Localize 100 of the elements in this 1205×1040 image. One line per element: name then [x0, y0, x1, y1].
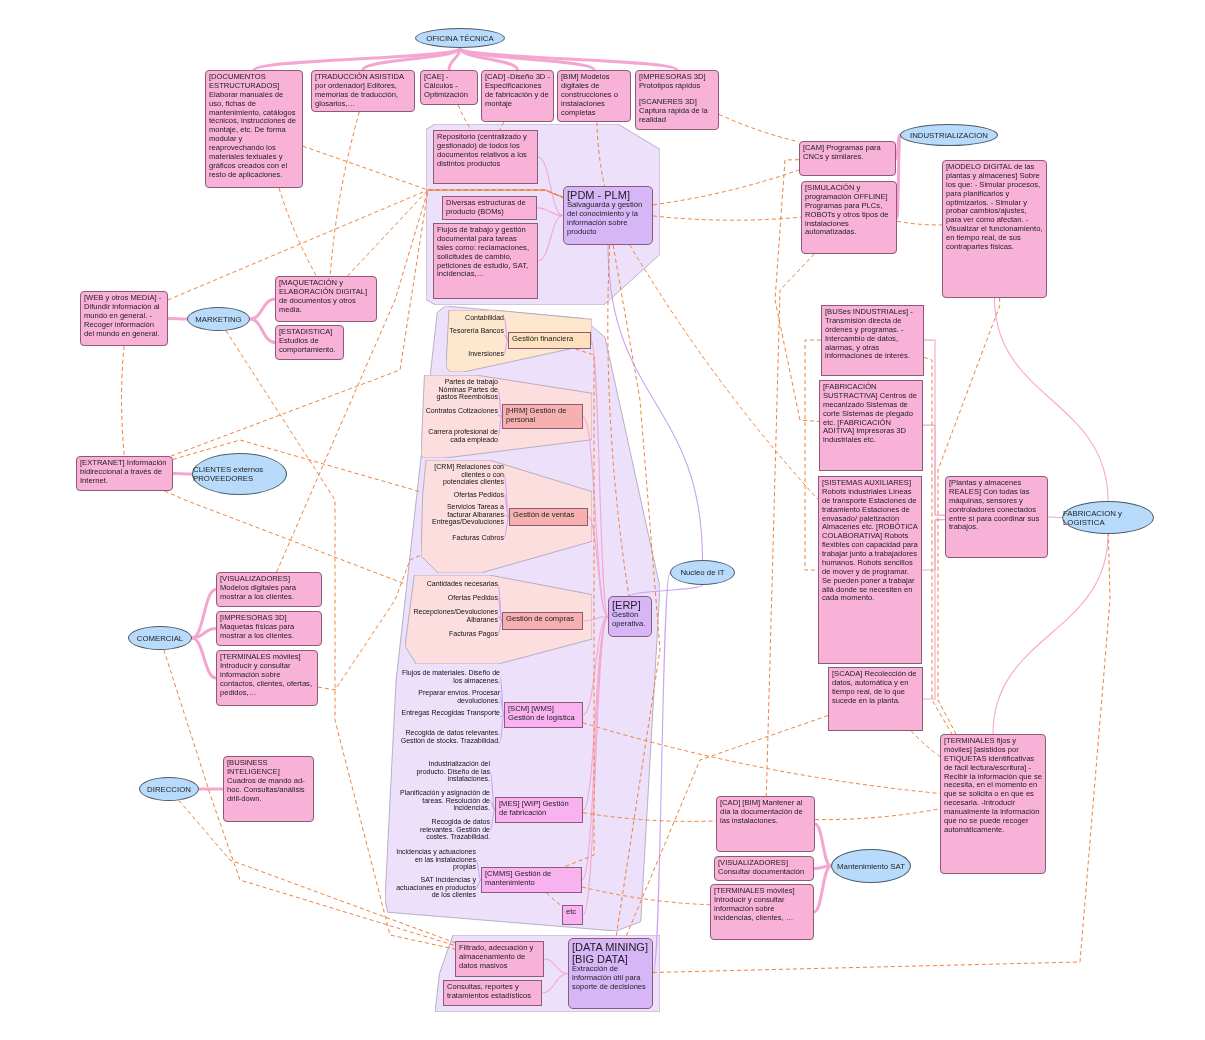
note-box: [275, 325, 344, 360]
dashed-connector: [546, 892, 563, 907]
note-box: [433, 223, 538, 299]
system-box: [608, 596, 652, 637]
connector: [497, 615, 503, 622]
connector: [587, 516, 609, 618]
dashed-connector: [317, 554, 422, 691]
dashed-connector: [596, 121, 605, 187]
dashed-connector: [225, 330, 456, 950]
connector: [629, 584, 704, 597]
connector: [582, 615, 609, 622]
connector: [168, 317, 187, 321]
connector: [499, 714, 505, 742]
dashed-connector: [607, 244, 630, 597]
ellipse-node: [831, 849, 911, 883]
module-box: [495, 797, 583, 823]
dashed-connector: [765, 253, 815, 797]
dashed-connector: [629, 244, 819, 501]
note-box: [942, 160, 1047, 298]
dashed-connector: [718, 113, 800, 143]
connector: [249, 317, 276, 344]
connector: [497, 620, 503, 635]
connector: [489, 800, 496, 811]
ellipse-node: [900, 124, 998, 146]
dashed-connector: [910, 730, 941, 758]
ellipse-node: [187, 307, 250, 331]
connector: [895, 134, 902, 218]
connector: [191, 636, 217, 680]
dashed-connector: [896, 220, 943, 226]
connector: [503, 339, 509, 355]
note-box: [710, 884, 814, 940]
connector: [922, 424, 946, 516]
connector: [499, 676, 505, 716]
dashed-connector: [163, 649, 456, 946]
module-box: [509, 508, 588, 526]
dashed-connector: [278, 187, 317, 277]
note-box: [223, 756, 314, 822]
connector: [173, 472, 192, 476]
dashed-connector: [121, 345, 125, 457]
module-box: [504, 702, 583, 728]
connector: [497, 414, 503, 418]
note-box: [455, 941, 544, 977]
note-box: [275, 276, 377, 322]
note-box: [819, 380, 923, 471]
module-box: [508, 332, 591, 349]
note-box: [799, 141, 896, 176]
connector: [191, 627, 217, 640]
module-box: [502, 404, 583, 429]
connector: [537, 214, 564, 262]
note-box: [216, 650, 318, 706]
dashed-connector: [581, 886, 711, 906]
note-box: [216, 611, 322, 646]
connector: [499, 696, 505, 716]
dashed-connector: [276, 189, 564, 573]
dashed-connector: [624, 715, 829, 939]
connector: [503, 514, 510, 518]
connector: [503, 317, 509, 342]
dashed-connector: [178, 799, 456, 944]
connector: [199, 787, 223, 791]
note-box: [714, 856, 814, 881]
note-box: [433, 130, 538, 184]
connector: [459, 46, 678, 72]
dashed-connector: [499, 121, 505, 131]
connector: [475, 879, 482, 889]
connector: [536, 207, 564, 217]
connector: [489, 771, 496, 811]
note-box: [801, 181, 897, 254]
connector: [813, 864, 832, 914]
note-box: [716, 796, 815, 852]
ellipse-node: [128, 626, 192, 650]
note-box: [821, 305, 924, 376]
connector: [922, 518, 946, 700]
connector: [590, 339, 609, 618]
dashed-connector: [170, 189, 564, 457]
note-box: [442, 196, 537, 220]
connector: [582, 415, 609, 618]
note-box: [481, 70, 554, 122]
dashed-connector: [164, 490, 406, 585]
box-heading: [DATA MINING] [BIG DATA]: [572, 941, 649, 966]
ellipse-node: [670, 560, 735, 585]
dashed-connector: [172, 439, 422, 493]
connector: [541, 972, 569, 994]
note-box: [420, 70, 478, 105]
connector: [503, 516, 510, 539]
ellipse-node: [139, 777, 199, 801]
dashed-connector: [652, 169, 800, 206]
connector: [992, 533, 1109, 735]
note-box: [80, 291, 168, 346]
connector: [543, 958, 569, 975]
connector: [503, 494, 510, 518]
connector: [537, 156, 564, 217]
note-box: [940, 734, 1046, 874]
connector: [497, 389, 503, 418]
connector: [582, 615, 609, 716]
note-box: [443, 980, 542, 1006]
note-box: [818, 476, 922, 664]
dashed-connector: [774, 159, 820, 422]
dashed-connector: [652, 533, 1111, 973]
dashed-connector: [937, 297, 1001, 735]
box-heading: [PDM - PLM]: [567, 189, 631, 202]
